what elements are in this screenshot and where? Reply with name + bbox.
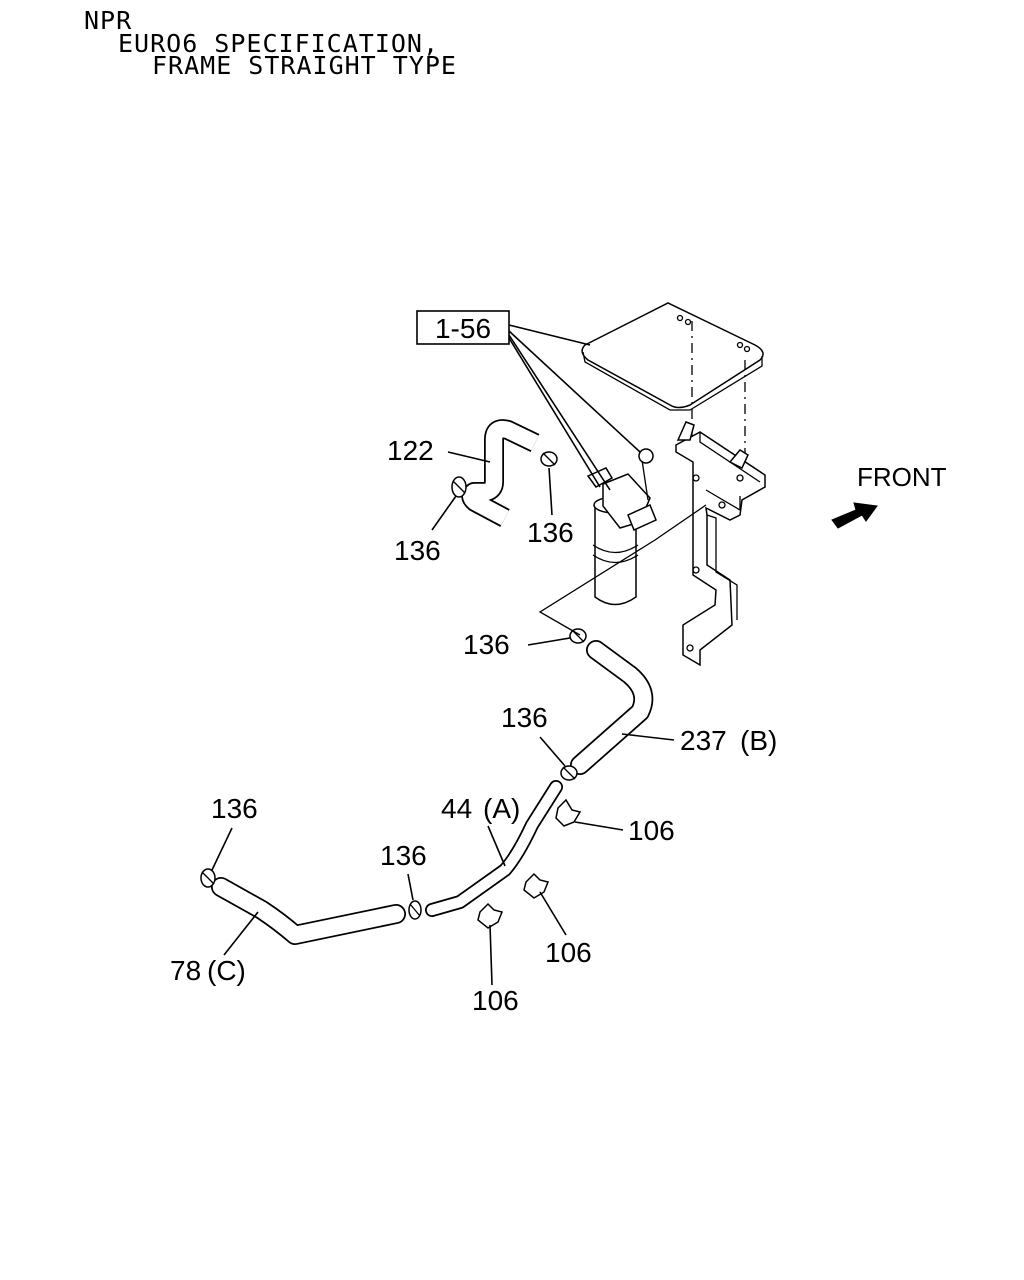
callout-44: 44 [441,793,472,824]
leader-1-56-canister [508,337,601,488]
leader-44 [487,825,506,867]
callout-78-tag: (C) [207,955,246,986]
connection-outline [538,504,707,636]
leader-78 [223,911,259,956]
leader-1-56-valve [508,334,611,491]
hose-clip [408,900,422,920]
assembly-ref-label: 1-56 [435,313,491,344]
spec-line-1: EURO6 SPECIFICATION, [118,29,440,58]
callout-136-f: 136 [380,840,427,871]
clamp [555,798,582,827]
leader-136-f [407,873,414,901]
hose-clip [540,451,558,467]
leader-136-d [539,736,566,767]
cover-plate [581,302,764,411]
leader-237 [621,733,675,741]
callout-136-e: 136 [211,793,258,824]
hose-122 [461,419,540,527]
callout-136-a: 136 [394,535,441,566]
hose-78c [211,877,406,945]
assembly-ref-box: 1-56 [416,310,510,345]
callout-136-d: 136 [501,702,548,733]
leader-136-b [548,467,553,516]
mounting-bracket [675,421,766,667]
hose-44a [425,780,563,917]
leader-1-56-cover [508,324,591,346]
hose-237b [570,640,654,775]
clamp [523,872,550,899]
callout-106-b: 106 [545,937,592,968]
leader-106-c [489,924,493,986]
leader-122 [447,451,491,463]
callout-136-b: 136 [527,517,574,548]
clamp [477,902,504,929]
leader-106-b [539,891,567,936]
canister [586,448,657,606]
spec-line-2: FRAME STRAIGHT TYPE [152,51,457,80]
callout-122: 122 [387,435,434,466]
leader-106-a [574,821,624,831]
hose-clip [200,868,216,888]
model-title: NPR [84,6,133,35]
callout-237-tag: (B) [740,725,777,756]
front-arrow-icon [831,502,878,529]
front-label: FRONT [857,462,947,492]
leader-136-c [527,637,571,646]
hose-clip [451,476,467,498]
leader-136-e [211,827,233,871]
callout-237: 237 [680,725,727,756]
callout-136-c: 136 [463,629,510,660]
leader-136-a [431,495,457,531]
hose-clip [560,765,578,781]
callout-44-tag: (A) [483,793,520,824]
callout-78: 78 [170,955,201,986]
callout-106-c: 106 [472,985,519,1016]
callout-106-a: 106 [628,815,675,846]
leader-1-56-bolt [508,330,641,453]
